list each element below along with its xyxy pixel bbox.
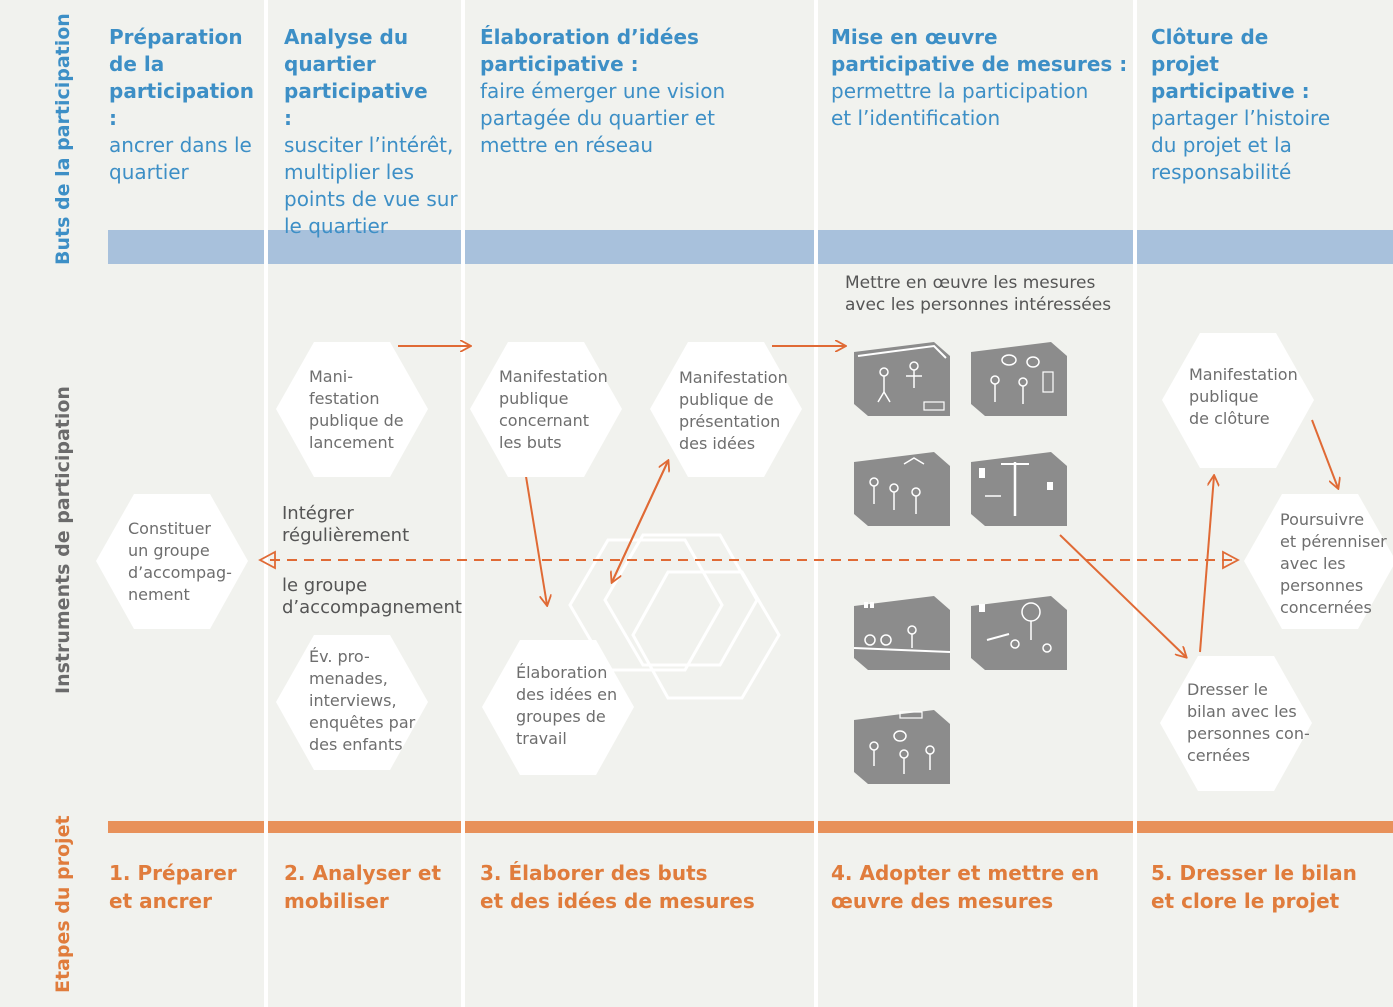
goal-title: Préparation de la participation : xyxy=(109,25,255,130)
hexagon-shape xyxy=(470,342,622,477)
arrow xyxy=(1311,419,1338,488)
hexagon-shape xyxy=(1162,333,1314,468)
hexagon-promenades: Év. pro- menades, interviews, enquêtes p… xyxy=(276,635,428,770)
hexagon-shape xyxy=(482,640,634,775)
stage-5: 5. Dresser le bilan et clore le projet xyxy=(1151,861,1357,913)
goal-band xyxy=(465,230,814,264)
illustration-street-lamp xyxy=(971,452,1067,526)
note-groupe-accompagnement: le groupe d’accompagnement xyxy=(282,575,462,618)
arrowhead-right xyxy=(1222,550,1240,570)
stage-2: 2. Analyser et mobiliser xyxy=(284,861,442,913)
goal-mise-en-oeuvre: Mise en œuvre participative de mesures :… xyxy=(831,24,1131,132)
stage-4: 4. Adopter et mettre en œuvre des mesure… xyxy=(831,861,1100,913)
hexagon-shape xyxy=(276,342,428,477)
goal-band xyxy=(818,230,1133,264)
hexagon-shape xyxy=(650,342,802,477)
hexagon-constituer-groupe: Constituer un groupe d’accompag- nement xyxy=(96,494,248,629)
hexagon-shape xyxy=(1244,494,1393,629)
goal-text: partager l’histoire du projet et la resp… xyxy=(1151,106,1331,184)
hexagon-label: Manifestation publique de clôture xyxy=(1189,365,1298,428)
hexagon-cloture: Manifestation publique de clôture xyxy=(1162,333,1314,468)
hexagon-label: Mani- festation publique de lancement xyxy=(309,367,404,452)
hexagon-lancement: Mani- festation publique de lancement xyxy=(276,342,428,477)
arrowhead-left xyxy=(258,550,276,570)
arrow xyxy=(1059,534,1186,657)
hexagon-shape xyxy=(1160,656,1312,791)
note-mettre-en-oeuvre: Mettre en œuvre les mesures avec les per… xyxy=(845,273,1112,315)
goal-text: susciter l’intérêt, multiplier les point… xyxy=(284,133,458,238)
hexagon-label: Poursuivre et pérenniser avec les person… xyxy=(1280,510,1387,617)
stage-band xyxy=(108,821,264,833)
hexagon-label: Élaboration des idées en groupes de trav… xyxy=(516,663,618,748)
hexagon-poursuivre: Poursuivre et pérenniser avec les person… xyxy=(1244,494,1393,629)
outline-hexagon xyxy=(631,570,781,700)
stage-3: 3. Élaborer des buts et des idées de mes… xyxy=(480,861,755,913)
goal-band xyxy=(268,230,461,264)
goal-band xyxy=(108,230,264,264)
illustration-playground xyxy=(971,596,1067,670)
hexagon-shape xyxy=(276,635,428,770)
goal-text: ancrer dans le quartier xyxy=(109,133,252,184)
illustration-street-festival xyxy=(854,342,950,416)
hexagon-label: Év. pro- menades, interviews, enquêtes p… xyxy=(309,647,416,754)
column-divider xyxy=(814,0,818,1007)
illustration-group-walk xyxy=(854,452,950,526)
hexagon-bilan: Dresser le bilan avec les personnes con-… xyxy=(1160,656,1312,791)
goal-band xyxy=(1137,230,1393,264)
hexagon-concernant-buts: Manifestation publique concernant les bu… xyxy=(470,342,622,477)
hexagon-label: Constituer un groupe d’accompag- nement xyxy=(128,519,232,604)
goal-title: Élaboration d’idées participative : xyxy=(480,25,699,76)
arrow xyxy=(1199,476,1214,653)
stage-band xyxy=(1137,821,1393,833)
stage-band xyxy=(818,821,1133,833)
column-divider xyxy=(461,0,465,1007)
goal-preparation: Préparation de la participation : ancrer… xyxy=(109,24,264,186)
hexagon-label: Dresser le bilan avec les personnes con-… xyxy=(1187,680,1310,765)
stage-band xyxy=(268,821,461,833)
illustration-market xyxy=(854,710,950,784)
hexagon-presentation-idees: Manifestation publique de présentation d… xyxy=(650,342,802,477)
goal-title: Mise en œuvre participative de mesures : xyxy=(831,25,1128,76)
arrow xyxy=(612,460,669,582)
arrow xyxy=(521,451,547,605)
goal-elaboration: Élaboration d’idées participative : fair… xyxy=(480,24,750,159)
goal-title: Analyse du quartier participative : xyxy=(284,25,428,130)
goal-title: Clôture de projet participative : xyxy=(1151,25,1310,103)
goal-text: faire émerger une vision partagée du qua… xyxy=(480,79,726,157)
note-integrer: Intégrer régulièrement xyxy=(282,503,410,546)
hexagon-label: Manifestation publique de présentation d… xyxy=(679,368,788,453)
goal-text: permettre la participation et l’identifi… xyxy=(831,79,1089,130)
illustration-cyclists xyxy=(854,596,950,670)
column-divider xyxy=(264,0,268,1007)
goal-cloture: Clôture de projet participative : partag… xyxy=(1151,24,1361,186)
stage-band xyxy=(465,821,814,833)
illustration-neighbours-chat xyxy=(971,342,1067,416)
hexagon-label: Manifestation publique concernant les bu… xyxy=(499,367,608,452)
hexagon-shape xyxy=(96,494,248,629)
goal-analyse: Analyse du quartier participative : susc… xyxy=(284,24,460,240)
hexagon-groupes-travail: Élaboration des idées en groupes de trav… xyxy=(482,640,634,775)
stage-1: 1. Préparer et ancrer xyxy=(109,861,237,913)
column-divider xyxy=(1133,0,1137,1007)
